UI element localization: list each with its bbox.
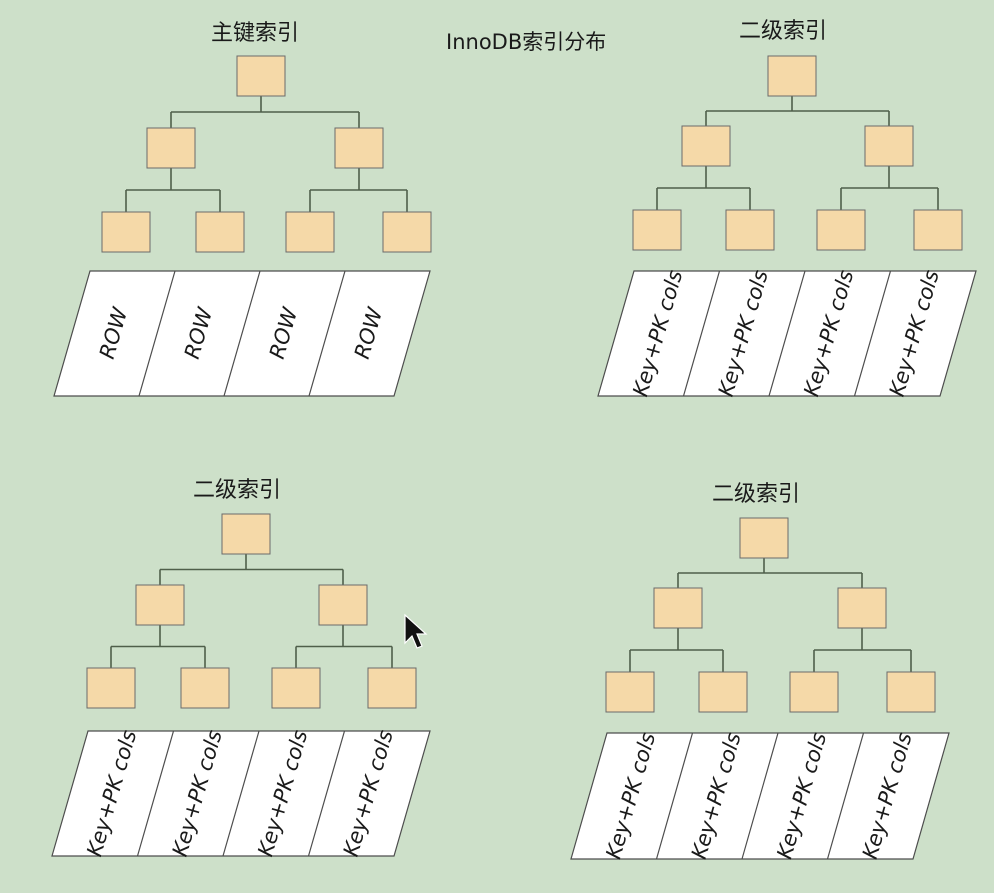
tree-3-leaf-node-3: [886, 671, 936, 713]
tree-1-leaf-node-0: [632, 209, 682, 251]
tree-1-leaf-node-2: [816, 209, 866, 251]
tree-1-leaf-node-1: [725, 209, 775, 251]
tree-3-leaf-node-2: [789, 671, 839, 713]
tree-2-strip-divider-1: [136, 730, 175, 857]
tree-1-internal-node-0: [681, 125, 731, 167]
tree-label-secondary-2: 二级索引: [193, 478, 282, 503]
tree-3-leaf-node-1: [698, 671, 748, 713]
tree-2-leaf-node-1: [180, 667, 230, 709]
tree-2-strip-divider-3: [307, 730, 346, 857]
tree-2-internal-node-0: [135, 584, 185, 626]
mouse-pointer-icon: [404, 613, 428, 649]
tree-2-root-node: [221, 513, 271, 555]
tree-0-leaf-node-2: [285, 211, 335, 253]
tree-0-root-node: [236, 55, 286, 97]
tree-3-strip-divider-3: [826, 732, 865, 860]
tree-1-root-node: [767, 55, 817, 97]
tree-3-strip-divider-2: [741, 732, 779, 860]
tree-2-internal-node-1: [318, 584, 368, 626]
tree-2-leaf-node-2: [271, 667, 321, 709]
tree-1-strip-divider-1: [682, 270, 721, 397]
tree-3-root-node: [739, 517, 789, 559]
tree-3-leaf-node-0: [605, 671, 655, 713]
tree-1-strip-divider-2: [768, 270, 806, 397]
tree-0-strip-divider-3: [308, 270, 346, 397]
tree-label-secondary-3: 二级索引: [712, 482, 801, 507]
tree-0-leaf-node-0: [101, 211, 151, 253]
tree-0-strip-divider-2: [223, 270, 261, 397]
tree-2-leaf-node-3: [367, 667, 417, 709]
tree-0-internal-node-0: [146, 127, 196, 169]
tree-3-internal-node-1: [837, 587, 887, 629]
tree-1-strip-divider-3: [853, 270, 892, 397]
tree-1-internal-node-1: [864, 125, 914, 167]
tree-0-strip-divider-1: [138, 270, 176, 397]
tree-3-strip-divider-1: [655, 732, 694, 860]
tree-0-leaf-node-3: [382, 211, 432, 253]
tree-2-leaf-node-0: [86, 667, 136, 709]
tree-0-leaf-node-1: [195, 211, 245, 253]
tree-0-internal-node-1: [334, 127, 384, 169]
tree-label-primary: 主键索引: [211, 21, 300, 46]
tree-label-secondary-1: 二级索引: [739, 19, 828, 44]
tree-3-internal-node-0: [653, 587, 703, 629]
diagram-title: InnoDB索引分布: [446, 30, 607, 54]
tree-1-leaf-node-3: [913, 209, 963, 251]
tree-2-strip-divider-2: [222, 730, 260, 857]
